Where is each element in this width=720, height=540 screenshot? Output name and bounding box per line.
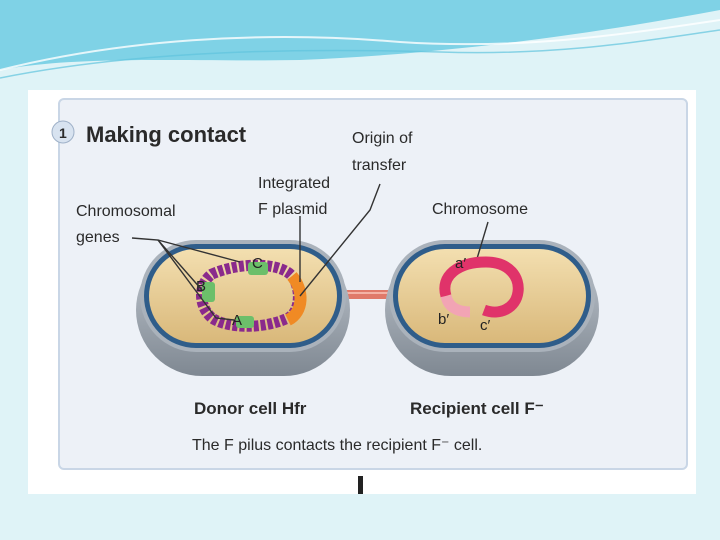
cursor-mark (358, 476, 363, 494)
integrated-f-plasmid (284, 272, 307, 326)
gene-b-block (202, 282, 215, 302)
gene-label-c-prime: c′ (480, 317, 491, 334)
label-chromosome: Chromosome (432, 201, 528, 218)
leader-lines (131, 183, 489, 321)
donor-cell-label: Donor cell Hfr (194, 399, 307, 418)
gene-label-c: C (252, 255, 263, 272)
gene-label-a: A (232, 312, 242, 329)
top-wave-decoration (0, 0, 720, 70)
gene-c-block (248, 262, 268, 275)
label-integrated-line2: F plasmid (258, 201, 327, 218)
label-chromosomal-line1: Chromosomal (76, 203, 176, 220)
step-title: Making contact (86, 122, 247, 147)
label-origin-line1: Origin of (352, 130, 413, 147)
gene-label-b: B (196, 278, 206, 295)
figure-caption: The F pilus contacts the recipient F⁻ ce… (192, 437, 482, 454)
recipient-chromosome (439, 256, 524, 318)
step-number: 1 (59, 125, 67, 141)
donor-cell (136, 240, 350, 376)
label-origin-line2: transfer (352, 157, 407, 174)
recipient-cell-label: Recipient cell F⁻ (410, 399, 544, 418)
gene-label-a-prime: a′ (455, 255, 466, 272)
f-pilus (340, 290, 392, 299)
gene-label-b-prime: b′ (438, 311, 449, 328)
step-number-badge (51, 120, 75, 144)
gene-a-block (236, 316, 254, 328)
label-integrated-line1: Integrated (258, 175, 330, 192)
label-chromosomal-line2: genes (76, 229, 120, 246)
